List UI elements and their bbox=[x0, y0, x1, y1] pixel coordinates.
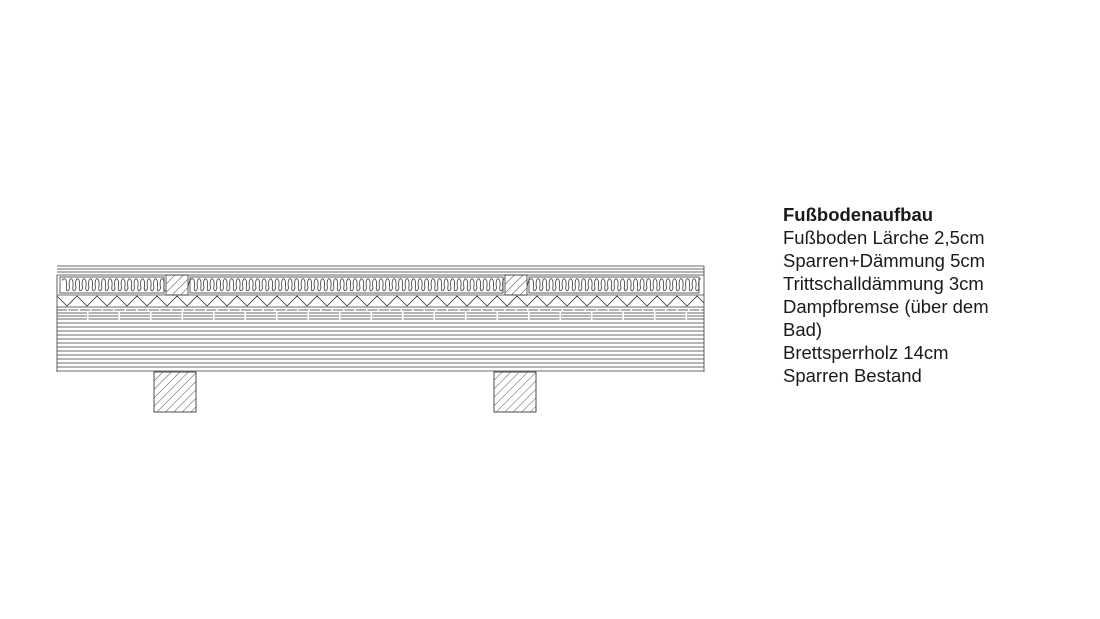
legend: Fußbodenaufbau Fußboden Lärche 2,5cm Spa… bbox=[783, 203, 1083, 387]
legend-item-rafter-insulation: Sparren+Dämmung 5cm bbox=[783, 250, 986, 271]
clt-layer bbox=[57, 312, 704, 372]
insulation-loops-3 bbox=[527, 278, 701, 292]
rafter-insulation-layer bbox=[56, 266, 705, 372]
larch-floor-layer bbox=[57, 265, 704, 276]
legend-item-vapor-barrier: Dampfbremse (über dem Bad) bbox=[783, 296, 989, 340]
insulation-loops-1 bbox=[62, 278, 166, 292]
existing-rafters bbox=[153, 371, 537, 413]
legend-item-existing-rafters: Sparren Bestand bbox=[783, 365, 922, 386]
legend-item-impact-sound-insulation: Trittschalldämmung 3cm bbox=[783, 273, 984, 294]
insulation-loops-2 bbox=[188, 278, 505, 292]
existing-rafter-left bbox=[153, 371, 197, 413]
legend-title: Fußbodenaufbau bbox=[783, 204, 934, 225]
legend-item-larch-floor: Fußboden Lärche 2,5cm bbox=[783, 227, 985, 248]
existing-rafter-right bbox=[493, 371, 537, 413]
legend-item-clt: Brettsperrholz 14cm bbox=[783, 342, 949, 363]
floor-section-drawing bbox=[56, 265, 705, 413]
impact-sound-insulation-layer bbox=[57, 295, 704, 308]
